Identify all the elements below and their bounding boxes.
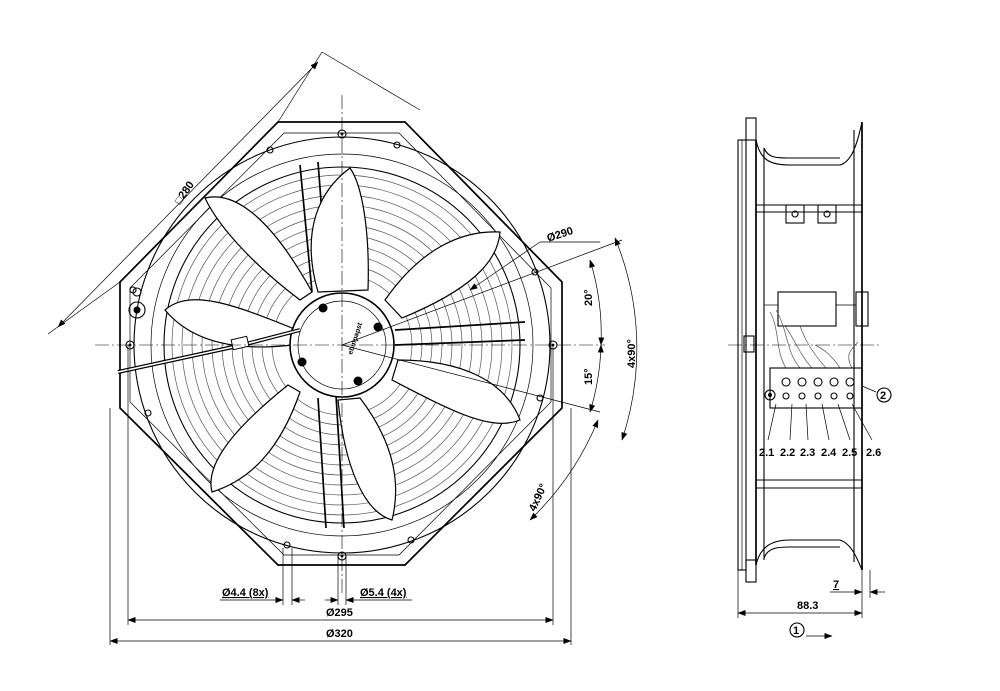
svg-text:2: 2 — [880, 390, 886, 402]
svg-text:1: 1 — [793, 625, 799, 637]
callout-airflow: 1 — [789, 622, 833, 639]
dim-angles: 20° 15° 4x90° 4x90° — [341, 237, 638, 521]
terminal-block — [769, 367, 863, 409]
terminal-labels: 2.1 2.2 2.3 2.4 2.5 2.6 — [759, 403, 881, 459]
svg-text:Ø320: Ø320 — [326, 628, 353, 640]
top-clip-2 — [817, 204, 837, 224]
svg-text:2.6: 2.6 — [866, 447, 881, 459]
svg-text:2.4: 2.4 — [821, 447, 837, 459]
dim-bottom: Ø4.4 (8x) Ø5.4 (4x) Ø295 Ø320 — [109, 345, 572, 645]
svg-text:□280: □280 — [173, 179, 197, 206]
dim-side: 7 88.3 — [737, 570, 885, 618]
svg-text:Ø295: Ø295 — [326, 607, 353, 619]
svg-text:Ø5.4 (4x): Ø5.4 (4x) — [360, 587, 407, 599]
side-view: 2.1 2.2 2.3 2.4 2.5 2.6 2 7 88.3 — [728, 117, 892, 639]
callout-terminal-box: 2 — [861, 385, 892, 403]
front-view: ebmpapst — [47, 51, 638, 645]
terminal-screws — [764, 377, 855, 401]
svg-text:2.2: 2.2 — [780, 447, 795, 459]
svg-text:2.5: 2.5 — [842, 447, 857, 459]
hub-bolts — [297, 303, 383, 386]
svg-text:4x90°: 4x90° — [626, 339, 638, 368]
svg-text:7: 7 — [833, 579, 839, 591]
capacitor — [777, 291, 837, 327]
flange-plate — [119, 121, 563, 566]
svg-text:2.3: 2.3 — [800, 447, 815, 459]
svg-text:15°: 15° — [583, 368, 595, 385]
svg-text:20°: 20° — [583, 289, 595, 306]
svg-text:4x90°: 4x90° — [527, 482, 550, 513]
svg-text:2.1: 2.1 — [759, 447, 774, 459]
top-clip-1 — [785, 204, 805, 224]
svg-text:Ø4.4 (8x): Ø4.4 (8x) — [222, 587, 269, 599]
wires — [769, 309, 859, 369]
dim-diag-square: □280 — [47, 51, 421, 335]
svg-text:88.3: 88.3 — [797, 600, 818, 612]
flange-inner-edge — [129, 132, 552, 556]
